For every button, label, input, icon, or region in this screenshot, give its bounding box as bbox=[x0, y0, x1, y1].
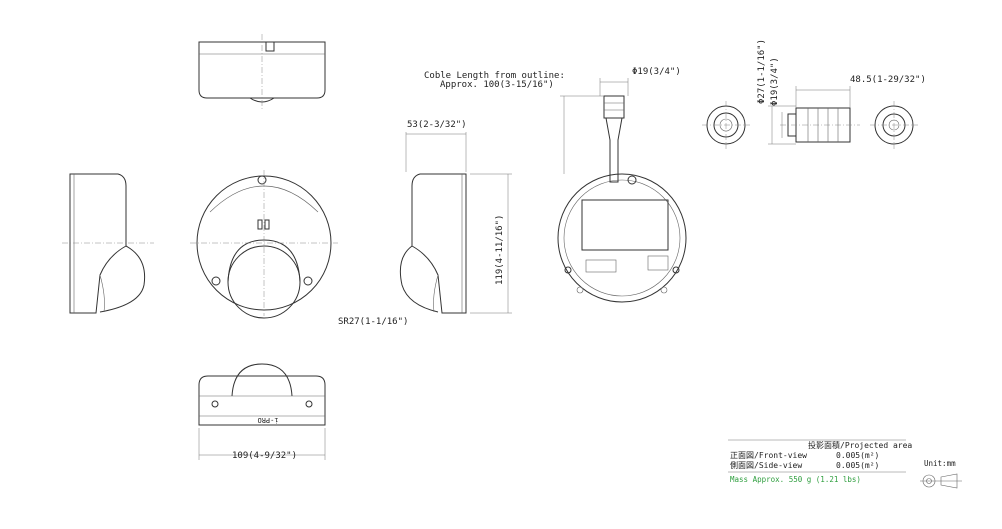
side-view-area-value: 0.005(m²) bbox=[836, 461, 879, 470]
front-view-area-value: 0.005(m²) bbox=[836, 451, 879, 460]
width-label: 109(4-9/32") bbox=[232, 451, 297, 461]
connector-detail bbox=[702, 86, 918, 149]
side-view-right bbox=[399, 132, 512, 314]
brand-label: i-PRO bbox=[257, 416, 278, 424]
side-view-area-label: 側面図/Side-view bbox=[730, 460, 802, 470]
rear-view bbox=[557, 78, 687, 303]
bottom-view bbox=[198, 363, 326, 460]
cable-length-label-2: Approx. 100(3-15/16") bbox=[440, 80, 554, 90]
front-view-area-label: 正面図/Front-view bbox=[730, 451, 807, 460]
connector-length-label: 48.5(1-29/32") bbox=[850, 75, 926, 85]
front-view bbox=[190, 170, 338, 319]
top-view bbox=[198, 34, 326, 110]
third-angle-projection-icon bbox=[920, 473, 962, 489]
height-label: 119(4-11/16") bbox=[495, 215, 505, 285]
info-table: 投影面積/Projected area 正面図/Front-view 0.005… bbox=[728, 439, 912, 484]
connector-outer-diameter-label: Φ27(1-1/16") bbox=[757, 39, 767, 104]
mass-label: Mass Approx. 550 g (1.21 lbs) bbox=[730, 475, 861, 484]
projected-area-header: 投影面積/Projected area bbox=[808, 440, 912, 450]
side-view-left bbox=[62, 173, 154, 314]
dome-radius-label: SR27(1-1/16") bbox=[338, 317, 408, 327]
cable-length-label-1: Coble Length from outline: bbox=[424, 71, 565, 81]
cable-diameter-label: Φ19(3/4") bbox=[632, 67, 681, 77]
unit-label: Unit:mm bbox=[924, 459, 956, 468]
connector-inner-diameter-label: Φ19(3/4") bbox=[770, 57, 780, 106]
depth-label: 53(2-3/32") bbox=[407, 120, 467, 130]
